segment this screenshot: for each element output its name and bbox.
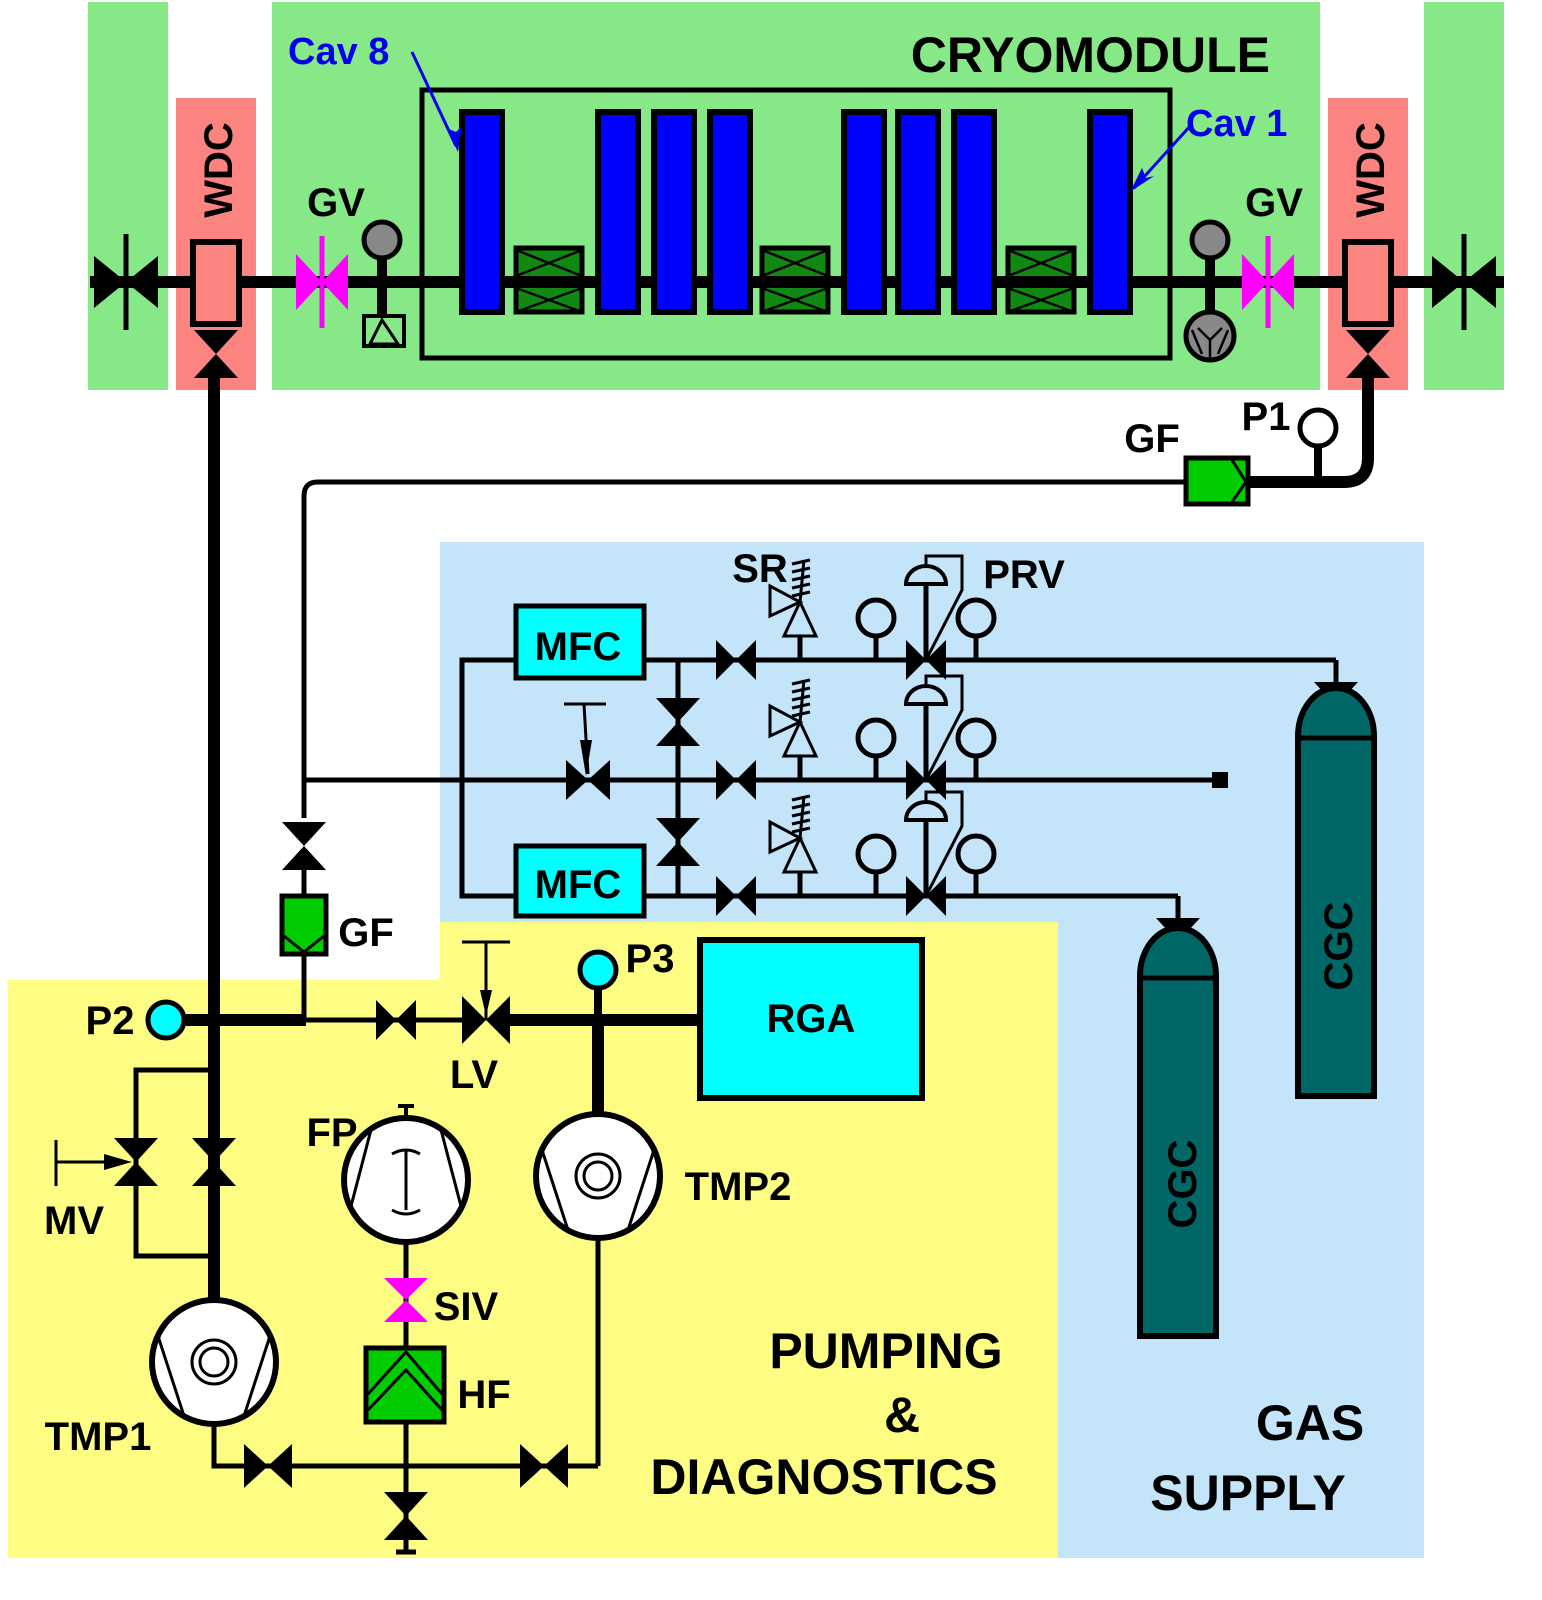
- cavity-5[interactable]: [707, 109, 753, 315]
- tmp2-pump[interactable]: [536, 1114, 660, 1238]
- cavity-8[interactable]: [459, 109, 505, 315]
- leak-valve[interactable]: [462, 940, 510, 1044]
- gas-supply-title-line2: SUPPLY: [1150, 1465, 1345, 1521]
- forepump[interactable]: [341, 1104, 471, 1245]
- cavity-1[interactable]: [1087, 109, 1133, 315]
- cavity-7[interactable]: [595, 109, 641, 315]
- p3-gauge[interactable]: [577, 949, 619, 1020]
- mfc-bottom-label: MFC: [535, 863, 622, 907]
- gate-valve-left[interactable]: [296, 236, 348, 328]
- p3-label: P3: [626, 937, 675, 981]
- hf-label: HF: [457, 1373, 510, 1417]
- gate-valve-right[interactable]: [1242, 236, 1294, 328]
- cgc-right-label: CGC: [1317, 902, 1361, 991]
- hydrocarbon-filter[interactable]: [363, 1345, 447, 1425]
- fp-label: FP: [306, 1111, 357, 1155]
- magnet-1[interactable]: [513, 245, 585, 315]
- siv-label: SIV: [434, 1285, 499, 1329]
- cav1-arrow: [1130, 122, 1194, 192]
- cav1-label: Cav 1: [1186, 103, 1287, 145]
- gv-label-right: GV: [1245, 181, 1303, 225]
- rga-label: RGA: [767, 997, 856, 1041]
- gas-cylinder-right[interactable]: [1298, 688, 1374, 1096]
- tmp2-label: TMP2: [685, 1165, 792, 1209]
- mfc-top-label: MFC: [535, 625, 622, 669]
- beamline-end-valve-right[interactable]: [1432, 234, 1496, 330]
- gas-cylinder-left[interactable]: [1140, 928, 1216, 1336]
- cryomodule-vessel: [419, 87, 1173, 361]
- gas-filter-top[interactable]: [1183, 455, 1251, 507]
- pumping-title-line2: &: [884, 1387, 920, 1443]
- cryomodule-region-right-stub: [1424, 2, 1504, 390]
- purge-line-thin: [301, 479, 1186, 818]
- gas-filter-mid[interactable]: [279, 893, 329, 957]
- metering-valve-line2[interactable]: [564, 702, 610, 800]
- beamline-end-valve-left[interactable]: [94, 234, 158, 330]
- mfc-top[interactable]: [513, 603, 647, 681]
- cgc-left-label: CGC: [1161, 1140, 1205, 1229]
- cavity-3[interactable]: [895, 109, 941, 315]
- lv-label: LV: [450, 1053, 498, 1097]
- rga-box[interactable]: [697, 937, 925, 1101]
- mfc-bottom[interactable]: [513, 843, 647, 919]
- wdc-box-left[interactable]: [190, 239, 242, 327]
- cryomodule-region: [272, 2, 1320, 390]
- sr-label: SR: [732, 547, 788, 591]
- gauge-left-cryomodule[interactable]: [361, 219, 403, 316]
- wdc-label-left: WDC: [197, 122, 241, 218]
- magnet-3[interactable]: [1005, 245, 1077, 315]
- p1-gauge[interactable]: [1297, 407, 1339, 482]
- gv-label-left: GV: [307, 181, 365, 225]
- gf-mid-label: GF: [338, 911, 394, 955]
- cavities: [459, 109, 1133, 315]
- gas-supply-title-line1: GAS: [1256, 1395, 1364, 1451]
- cavity-6[interactable]: [651, 109, 697, 315]
- pumping-title-line3: DIAGNOSTICS: [650, 1449, 997, 1505]
- foreline-pipe: [211, 1424, 598, 1469]
- cryomodule-title: CRYOMODULE: [911, 27, 1270, 83]
- ion-pump-left[interactable]: [362, 314, 406, 348]
- p1-label: P1: [1242, 395, 1291, 439]
- cavity-2[interactable]: [951, 109, 997, 315]
- magnet-2[interactable]: [759, 245, 831, 315]
- p2-gauge[interactable]: [145, 999, 187, 1041]
- p2-label: P2: [86, 999, 135, 1043]
- mv-actuator: [54, 1140, 132, 1186]
- cavity-4[interactable]: [841, 109, 887, 315]
- cav8-label: Cav 8: [288, 31, 389, 73]
- prv-label: PRV: [983, 553, 1065, 597]
- soft-isolation-valve[interactable]: [384, 1278, 428, 1322]
- mv-label: MV: [44, 1199, 104, 1243]
- tmp1-pump[interactable]: [152, 1300, 276, 1424]
- gas-line-2-cap: [1212, 772, 1228, 788]
- magnets: [513, 245, 1077, 315]
- wdc-label-right: WDC: [1349, 122, 1393, 218]
- tmp1-label: TMP1: [45, 1415, 152, 1459]
- gauge-right-cryomodule[interactable]: [1189, 219, 1231, 314]
- pumping-title-line1: PUMPING: [769, 1323, 1002, 1379]
- wdc-box-right[interactable]: [1342, 239, 1394, 327]
- purge-line-thick: [1248, 378, 1374, 488]
- cryomodule-region-left-stub: [88, 2, 168, 390]
- pump-right-cryomodule[interactable]: [1183, 309, 1237, 363]
- purge-valve-mid[interactable]: [282, 822, 326, 870]
- cav8-arrow: [410, 51, 462, 152]
- gf-top-label: GF: [1124, 417, 1180, 461]
